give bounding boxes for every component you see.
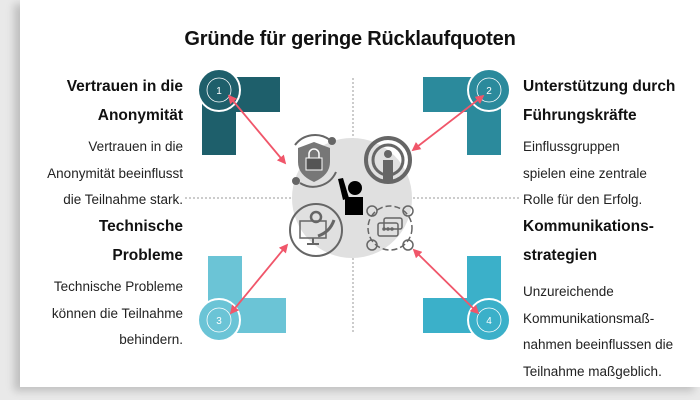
body-line: können die Teilnahme [51,305,183,321]
number-badge-4: 4 [467,298,511,342]
computer-gear-icon [289,203,343,257]
body-line: Technische Probleme [53,279,183,294]
heading-line: Führungskräfte [523,107,637,124]
heading-line: Technische [98,218,183,235]
arrow-1 [227,94,287,165]
heading-line: Anonymität [97,107,183,124]
shield-lock-icon [292,134,337,188]
body-line: Anonymität beeinflusst [47,165,183,181]
body-line: Vertrauen in die [88,139,183,154]
podcast-person-icon [364,136,412,184]
heading-line: Unterstützung durch [523,78,676,95]
connector-arrows [227,94,485,315]
item-4-heading: Kommunikations-strategien [523,212,700,270]
number-2: 2 [486,86,492,97]
person-raising-hand-icon [338,178,363,215]
item-3-body: Technische Probleme können die Teilnahme b… [8,274,183,354]
body-line: spielen eine zentrale [523,165,647,181]
heading-line: Kommunikations- [523,218,654,235]
body-line: Rolle für den Erfolg. [523,192,643,207]
number-4: 4 [486,316,492,327]
body-line: Teilnahme maßgeblich. [523,363,662,379]
heading-line: Vertrauen in die [66,78,183,95]
heading-line: strategien [523,247,598,264]
number-badge-1: 1 [197,68,241,112]
body-line: die Teilnahme stark. [63,192,183,207]
body-line: Kommunikationsmaß- [523,310,655,326]
page-title: Gründe für geringe Rücklaufquoten [184,28,516,50]
body-line: nahmen beeinflussen die [523,337,674,352]
number-1: 1 [216,86,222,97]
body-line: Einflussgruppen [523,139,620,154]
heading-line: Probleme [112,247,183,264]
number-3: 3 [216,316,222,327]
arrow-3 [229,243,289,315]
arrow-2 [411,94,485,152]
arrow-4 [412,248,480,315]
number-badge-3: 3 [197,298,241,342]
chat-network-icon [366,205,414,251]
number-badge-2: 2 [467,68,511,112]
body-line: Unzureichende [523,284,614,299]
body-line: behindern. [119,332,183,347]
